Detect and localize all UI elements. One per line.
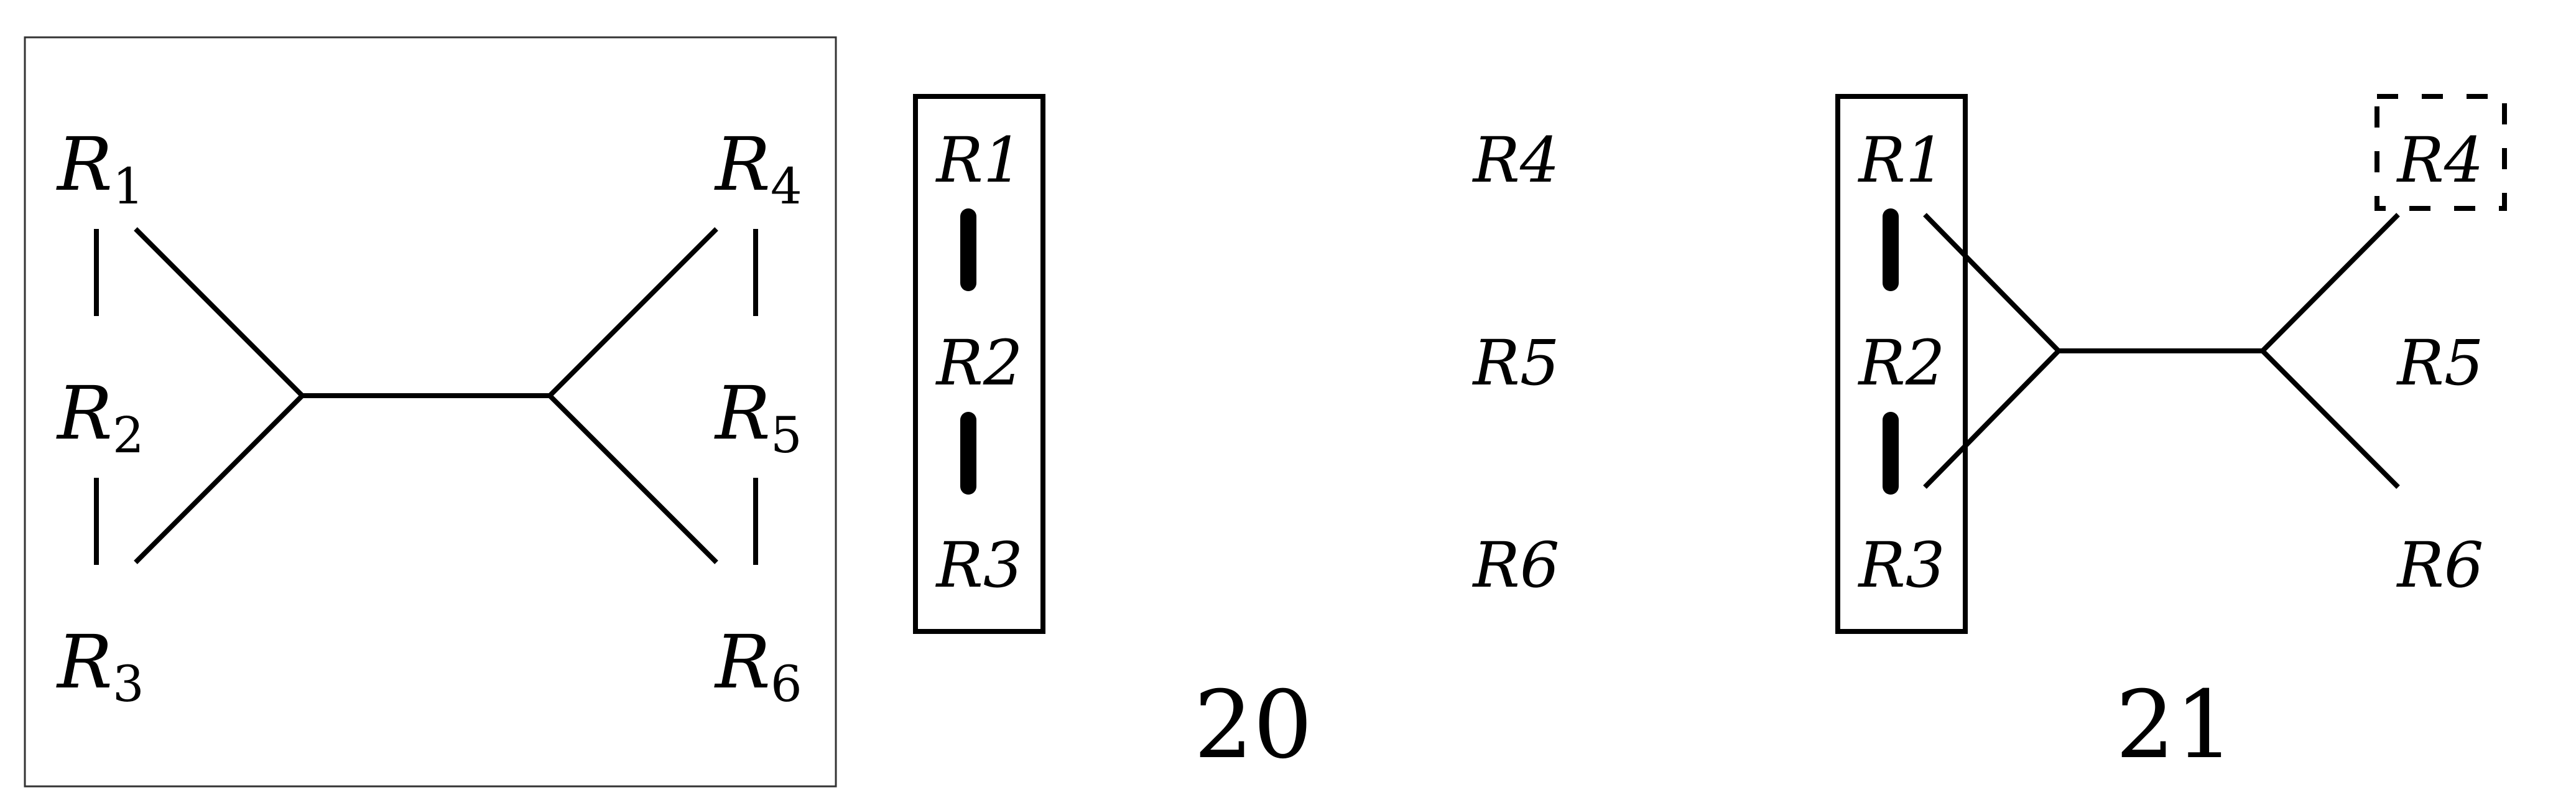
label-r1: R1 — [1858, 124, 1945, 197]
panel-b: R1 R2 R3 R4 R5 R6 20 — [913, 94, 1560, 780]
label-r5: R5 — [714, 370, 802, 464]
label-r4: R4 — [1472, 124, 1560, 197]
tree-branch-r4 — [2261, 213, 2400, 353]
tree-branch-r1 — [134, 227, 304, 398]
label-r1: R1 — [935, 124, 1023, 197]
label-r5: R5 — [2396, 327, 2484, 399]
label-r6: R6 — [1472, 529, 1560, 602]
label-r2: R2 — [56, 370, 144, 464]
label-r4: R4 — [2396, 124, 2484, 197]
label-r3: R3 — [935, 529, 1023, 602]
panel-c-group-box — [1835, 94, 1968, 634]
label-r5: R5 — [1472, 327, 1560, 399]
tree-branch-r6 — [548, 394, 718, 564]
panel-b-group-box — [913, 94, 1045, 634]
tree-branch-r6 — [2261, 349, 2400, 489]
figure-number-21: 21 — [2116, 671, 2235, 780]
label-r3: R3 — [56, 619, 144, 713]
panel-a-border — [24, 36, 837, 788]
dashed-box-r4 — [2374, 94, 2507, 211]
figure-number-20: 20 — [1194, 671, 1313, 780]
label-r6: R6 — [2396, 529, 2484, 602]
label-r2: R2 — [935, 327, 1023, 399]
tree-branch-r4 — [548, 227, 718, 398]
label-r2: R2 — [1858, 327, 1945, 399]
label-r1: R1 — [56, 121, 144, 215]
label-r4: R4 — [714, 121, 802, 215]
tree-branch-r1 — [1923, 213, 2060, 353]
label-r6: R6 — [714, 619, 802, 713]
panel-a: R1 R2 R3 R4 R5 R6 — [24, 36, 837, 788]
tree-branch-r3 — [134, 394, 304, 564]
tree-branch-r3 — [1923, 349, 2060, 489]
panel-c: R1 R2 R3 R4 R5 R6 21 — [1835, 94, 2507, 780]
label-r3: R3 — [1858, 529, 1945, 602]
